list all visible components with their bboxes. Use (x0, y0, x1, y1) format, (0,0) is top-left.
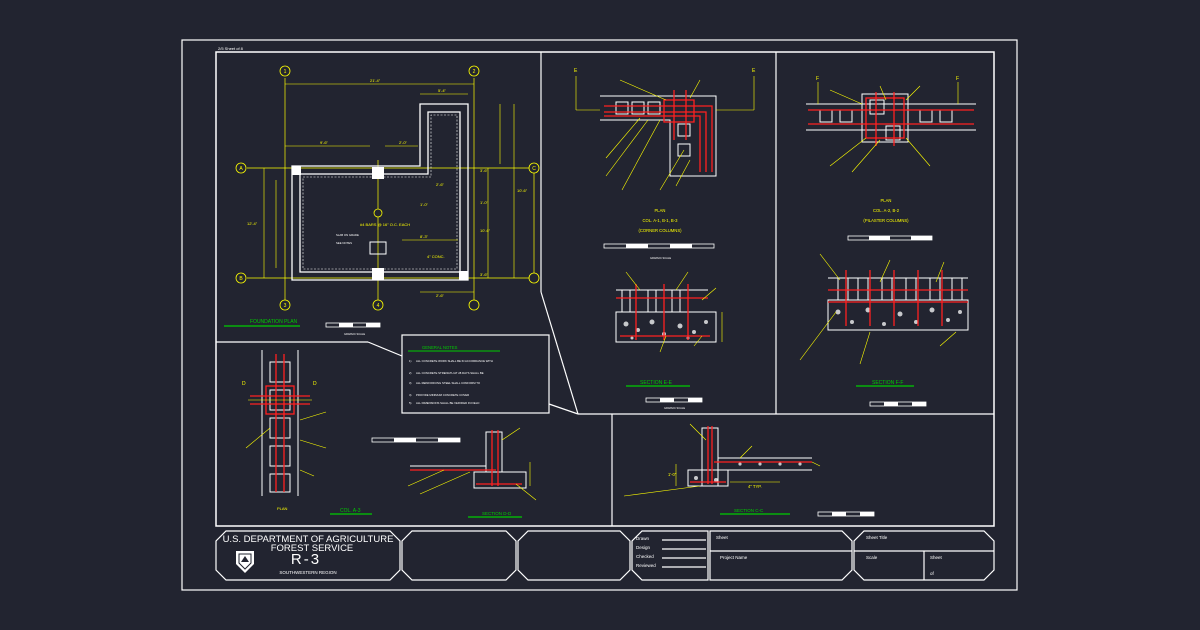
scale-label-e-plan: GRAPHIC SCALE (650, 256, 671, 260)
detail-f-plan-title: PLAN (881, 198, 892, 203)
scale-bar-c (817, 511, 875, 517)
general-note-5: ALL DIMENSIONS SHALL BE VERIFIED IN FIEL… (416, 401, 479, 405)
dim-right-segment: 2'-6" (436, 182, 445, 187)
cut-mark-f-left: F (816, 76, 819, 82)
field-sheet-value: of (930, 571, 935, 576)
grid-bubble-c: C (532, 166, 536, 172)
field-project-top: Sheet (716, 535, 729, 540)
section-f-title: SECTION F-F (872, 380, 903, 386)
plan-note-conc: 4" CONC. (427, 254, 445, 259)
cut-mark-f-right: F (956, 76, 959, 82)
sheet-outer-border (181, 39, 1018, 591)
detail-f-title: COL. A-2, B-2 (873, 208, 900, 213)
svg-text:5): 5) (409, 401, 412, 405)
svg-text:1): 1) (409, 359, 412, 363)
general-note-3: ALL REINFORCING STEEL SHALL CONFORM TO (416, 381, 481, 385)
grid-bubble-3: 3 (284, 303, 287, 309)
field-project-name: Project Name (720, 555, 748, 560)
detail-e-subtitle: (CORNER COLUMNS) (638, 228, 682, 233)
dim-small-b: 1'-0" (420, 202, 429, 207)
scale-label-e-section: GRAPHIC SCALE (664, 406, 685, 410)
detail-section-cc: 1'-0" 4" TYP. SECTION C-C (623, 423, 875, 517)
field-sheet: Sheet (930, 555, 943, 560)
scale-bar-f-plan (847, 235, 933, 241)
svg-text:3): 3) (409, 381, 412, 385)
field-sheet-title: Sheet Title (866, 535, 888, 540)
panel-dividers (216, 52, 994, 526)
scale-bar-plan: GRAPHIC SCALE (325, 322, 381, 336)
dim-right-height-c: 3'-6" (480, 272, 489, 277)
title-block: U.S. DEPARTMENT OF AGRICULTURE FOREST SE… (215, 530, 995, 581)
dim-bottom-right: 2'-6" (436, 293, 445, 298)
dim-left-height: 12'-4" (247, 221, 258, 226)
general-note-2: ALL CONCRETE STRENGTH AT 28 DAYS SHALL B… (416, 371, 484, 375)
agency-line-1: U.S. DEPARTMENT OF AGRICULTURE (223, 534, 394, 545)
role-design: Design (636, 545, 651, 550)
plan-note-see: SEE NOTES (336, 241, 352, 245)
grid-bubble-1: 1 (284, 69, 287, 75)
cut-mark-d-right: D (313, 381, 317, 387)
detail-e-plan-title: PLAN (655, 208, 666, 213)
dim-top-right: 5'-4" (438, 88, 447, 93)
detail-col-a3: D D PLAN COL. A-3 SECTION D-D (242, 350, 537, 518)
scale-bar-d (371, 437, 461, 443)
general-note-1: ALL CONCRETE WORK SHALL BE IN ACCORDANCE… (416, 359, 493, 363)
role-checked: Checked (636, 554, 654, 559)
dim-right-height-b: 10'-6" (517, 188, 528, 193)
section-c-title: SECTION C-C (734, 508, 764, 513)
dim-left-segment: 9'-6" (320, 140, 329, 145)
detail-e-title: COL. A-1, B-1, B-3 (643, 218, 679, 223)
detail-c-dim-b: 4" TYP. (748, 484, 762, 489)
detail-d-plan-title: PLAN (277, 506, 288, 511)
grid-bubble-a: A (239, 166, 243, 172)
general-notes-title: GENERAL NOTES (422, 345, 458, 350)
scale-label-plan: GRAPHIC SCALE (344, 332, 365, 336)
grid-bubble-4: 4 (377, 303, 380, 309)
section-d-title: SECTION D-D (482, 511, 512, 516)
plan-note-bars: #4 BARS @ 16" O.C. EACH (360, 222, 410, 227)
role-reviewed: Reviewed (636, 563, 656, 568)
detail-c-dim-a: 1'-0" (668, 472, 677, 477)
scale-bar-e-section: GRAPHIC SCALE (645, 397, 703, 410)
dim-overall-width: 21'-4" (370, 78, 381, 83)
dim-room-width: 8'-3" (420, 234, 429, 239)
svg-text:4): 4) (409, 393, 412, 397)
plan-note-slab: SLAB ON GRADE (336, 233, 359, 237)
cut-mark-d-left: D (242, 381, 246, 387)
region-name: SOUTHWESTERN REGION (279, 570, 336, 575)
dim-small-a: 1'-0" (480, 200, 489, 205)
forest-service-shield-logo (236, 551, 254, 573)
dim-mid-segment: 2'-0" (399, 140, 408, 145)
drawing-ref: 2/5 Sheet of 8 (218, 46, 244, 51)
agency-line-2: FOREST SERVICE (271, 543, 354, 554)
dim-right-height-a: 3'-6" (480, 168, 489, 173)
svg-text:2): 2) (409, 371, 412, 375)
region-code: R-3 (291, 551, 321, 568)
general-notes-box: GENERAL NOTES ALL CONCRETE WORK SHALL BE… (408, 345, 500, 405)
detail-pilaster-columns: F F PLAN COL. A-2, B-2 (PILASTER COLUMNS… (799, 76, 976, 407)
role-drawn: Drawn (636, 536, 650, 541)
general-note-4: PROVIDE MINIMUM CONCRETE COVER (416, 393, 469, 397)
detail-f-subtitle: (PILASTER COLUMNS) (863, 218, 909, 223)
detail-d-title: COL. A-3 (340, 508, 361, 514)
cut-mark-e-right: E (752, 68, 756, 74)
section-e-title: SECTION E-E (640, 380, 673, 386)
grid-bubble-b: B (239, 276, 243, 282)
cut-mark-e-left: E (574, 68, 578, 74)
dim-offset: 10'-6" (480, 228, 491, 233)
grid-bubble-2: 2 (473, 69, 476, 75)
scale-bar-f-section (869, 401, 927, 407)
foundation-plan-title: FOUNDATION PLAN (250, 319, 298, 325)
foundation-plan: 1 2 3 4 A B C (224, 65, 540, 336)
sheet-inner-border (215, 51, 995, 527)
field-scale: Scale (866, 555, 878, 560)
scale-bar-e-plan: GRAPHIC SCALE (603, 243, 715, 260)
detail-corner-columns: E E PLAN COL. A-1, B-1, B-3 (CORNER COLU… (574, 68, 756, 410)
